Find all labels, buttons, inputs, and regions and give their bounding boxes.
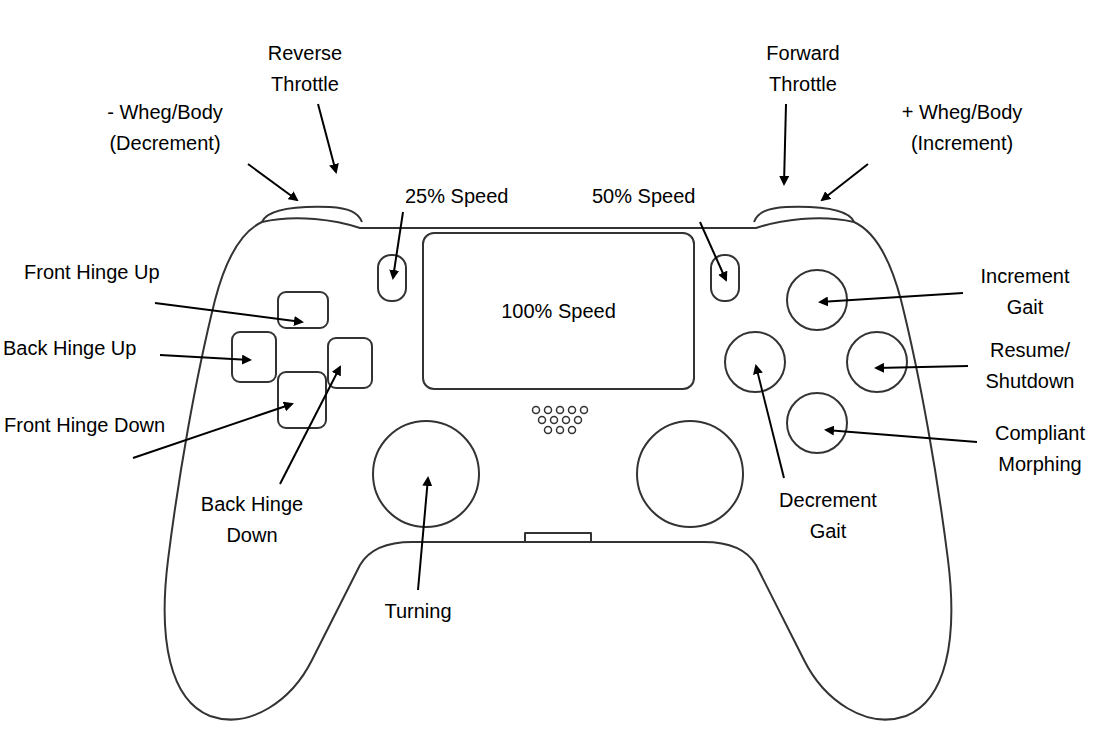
right-stick xyxy=(637,421,743,527)
callout-label: Turning xyxy=(368,596,468,627)
callout-label: Back Hinge Up xyxy=(3,333,136,364)
bottom-port xyxy=(525,533,591,542)
dpad-right xyxy=(328,338,372,388)
dpad-left xyxy=(232,332,276,382)
callout-label: Compliant Morphing xyxy=(985,418,1095,480)
callout-label: 25% Speed xyxy=(405,181,508,212)
callout-label: Resume/ Shutdown xyxy=(980,335,1080,397)
callout-label: 50% Speed xyxy=(592,181,695,212)
share-button xyxy=(378,255,406,301)
callout-label: Increment Gait xyxy=(970,261,1080,323)
controller-body xyxy=(165,218,952,719)
callout-label: + Wheg/Body (Increment) xyxy=(892,97,1032,159)
speaker-grille xyxy=(533,407,588,434)
callout-label: Decrement Gait xyxy=(771,485,886,547)
dpad-up xyxy=(278,292,328,328)
leader-lines xyxy=(133,104,977,590)
touchpad: 100% Speed xyxy=(422,232,695,390)
callout-label: Forward Throttle xyxy=(748,38,858,100)
callout-label: Reverse Throttle xyxy=(250,38,360,100)
callout-label: Front Hinge Down xyxy=(4,410,165,441)
callout-label: Back Hinge Down xyxy=(195,489,310,551)
face-button xyxy=(725,332,785,392)
button-label: 100% Speed xyxy=(501,300,616,323)
callout-label: Front Hinge Up xyxy=(24,257,160,288)
face-button xyxy=(847,332,907,392)
dpad-down xyxy=(278,372,326,428)
callout-label: - Wheg/Body (Decrement) xyxy=(95,97,235,159)
face-button xyxy=(787,393,847,453)
